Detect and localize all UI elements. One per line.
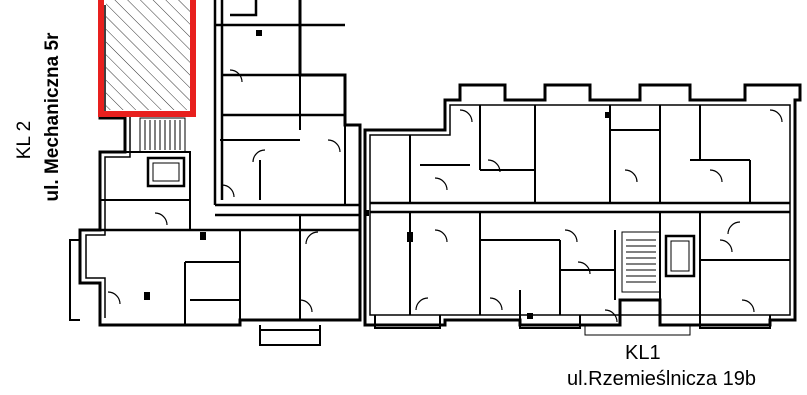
right-bottom-room-walls [409,212,790,320]
door-swings [107,69,783,323]
left-balconies [69,239,321,346]
left-entrance-code-label: KL 2 [14,120,35,160]
right-corridor [370,201,790,214]
left-street-label: ul. Mechaniczna 5r [42,32,63,202]
left-staircase [139,117,186,153]
column-marks [144,30,611,319]
right-wing-outer-wall [363,83,802,327]
left-elevator [146,156,186,188]
left-cross-corridor [100,203,360,232]
upper-service-block [213,0,345,205]
bottom-street-label: ul.Rzemieślnicza 19b [567,368,756,390]
right-top-room-walls [409,105,751,203]
right-elevator [664,234,696,278]
highlighted-unit[interactable] [98,0,196,117]
bottom-entrance-code-label: KL1 [625,342,661,364]
right-staircase [621,231,661,293]
right-wing-inner-wall [369,104,791,316]
right-balconies [374,315,771,329]
kl1-callout-bracket [584,325,691,336]
